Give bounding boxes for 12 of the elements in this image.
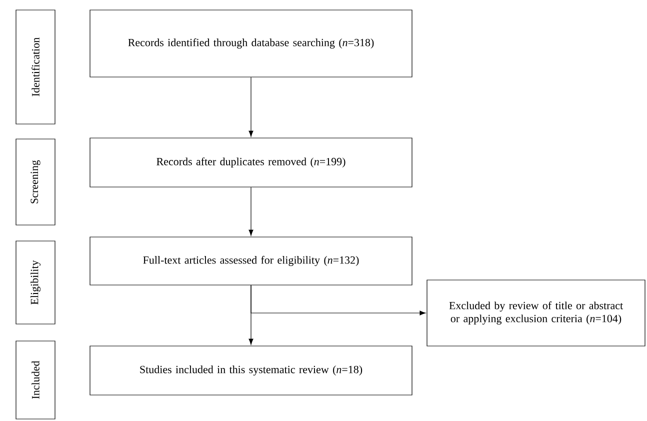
- process-box: Full-text articles assessed for eligibility (n=132): [90, 236, 412, 286]
- arrow: [248, 77, 254, 137]
- stage-label-box: Included: [16, 340, 56, 420]
- arrow: [248, 187, 254, 236]
- process-box: Records after duplicates removed (n=199): [90, 138, 412, 188]
- arrow: [248, 285, 254, 345]
- stage-label-box: Screening: [16, 138, 56, 226]
- stage-label-box: Eligibility: [16, 240, 56, 324]
- exclusion-box: Excluded by review of title or abstract or applying exclusion criteria (n=104): [426, 280, 646, 346]
- stage-label-box: Identification: [16, 10, 56, 124]
- process-box: Records identified through database searching (n=318): [90, 10, 412, 78]
- process-box: Studies included in this systematic review (n=18): [90, 346, 412, 396]
